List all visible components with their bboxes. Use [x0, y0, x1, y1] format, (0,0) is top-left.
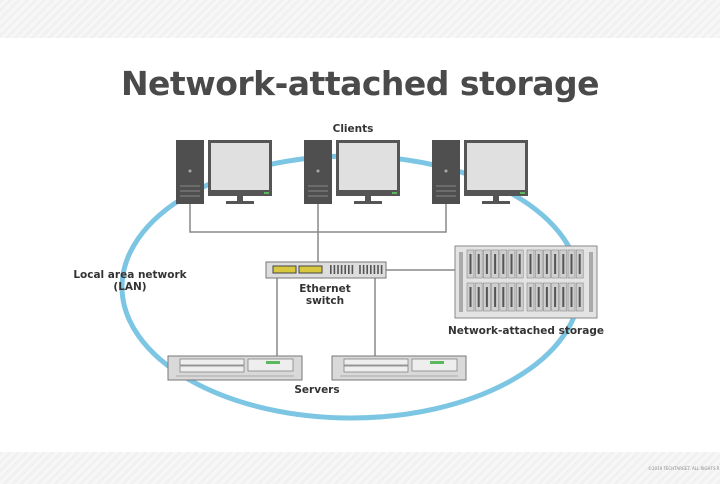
switch-label-line1: Ethernet	[299, 283, 351, 295]
nas-label: Network-attached storage	[448, 325, 604, 337]
connection-lines	[189, 204, 455, 356]
switch-port	[373, 265, 376, 274]
header-band	[0, 0, 720, 38]
servers-label: Servers	[294, 384, 340, 396]
client-computer	[432, 140, 528, 204]
switch-label-line2: switch	[305, 295, 345, 307]
switch-port	[351, 265, 354, 274]
lan-label-line1: Local area network	[73, 269, 187, 281]
footer-band	[0, 452, 720, 484]
nas-device	[454, 245, 598, 319]
switch-port	[370, 265, 372, 274]
switch-port	[337, 265, 339, 274]
client-computer	[304, 140, 400, 204]
lan-label: Local area network (LAN)	[70, 269, 190, 293]
switch-port	[380, 265, 383, 274]
ethernet-switch	[265, 261, 387, 279]
clients-label: Clients	[332, 123, 374, 135]
copyright: ©2019 TECHTARGET. ALL RIGHTS R	[648, 466, 720, 471]
switch-port	[340, 265, 343, 274]
server	[167, 355, 303, 381]
switch-port	[362, 265, 365, 274]
switch-port	[366, 265, 368, 274]
switch-port	[330, 265, 332, 274]
switch-port	[348, 265, 350, 274]
server	[331, 355, 467, 381]
client-computer	[176, 140, 272, 204]
switch-port	[377, 265, 379, 274]
switch-port	[344, 265, 346, 274]
page-title: Network-attached storage	[120, 64, 600, 103]
switch-port	[333, 265, 336, 274]
lan-label-line2: (LAN)	[113, 281, 147, 293]
switch-label: Ethernet switch	[290, 283, 360, 307]
switch-port	[359, 265, 361, 274]
